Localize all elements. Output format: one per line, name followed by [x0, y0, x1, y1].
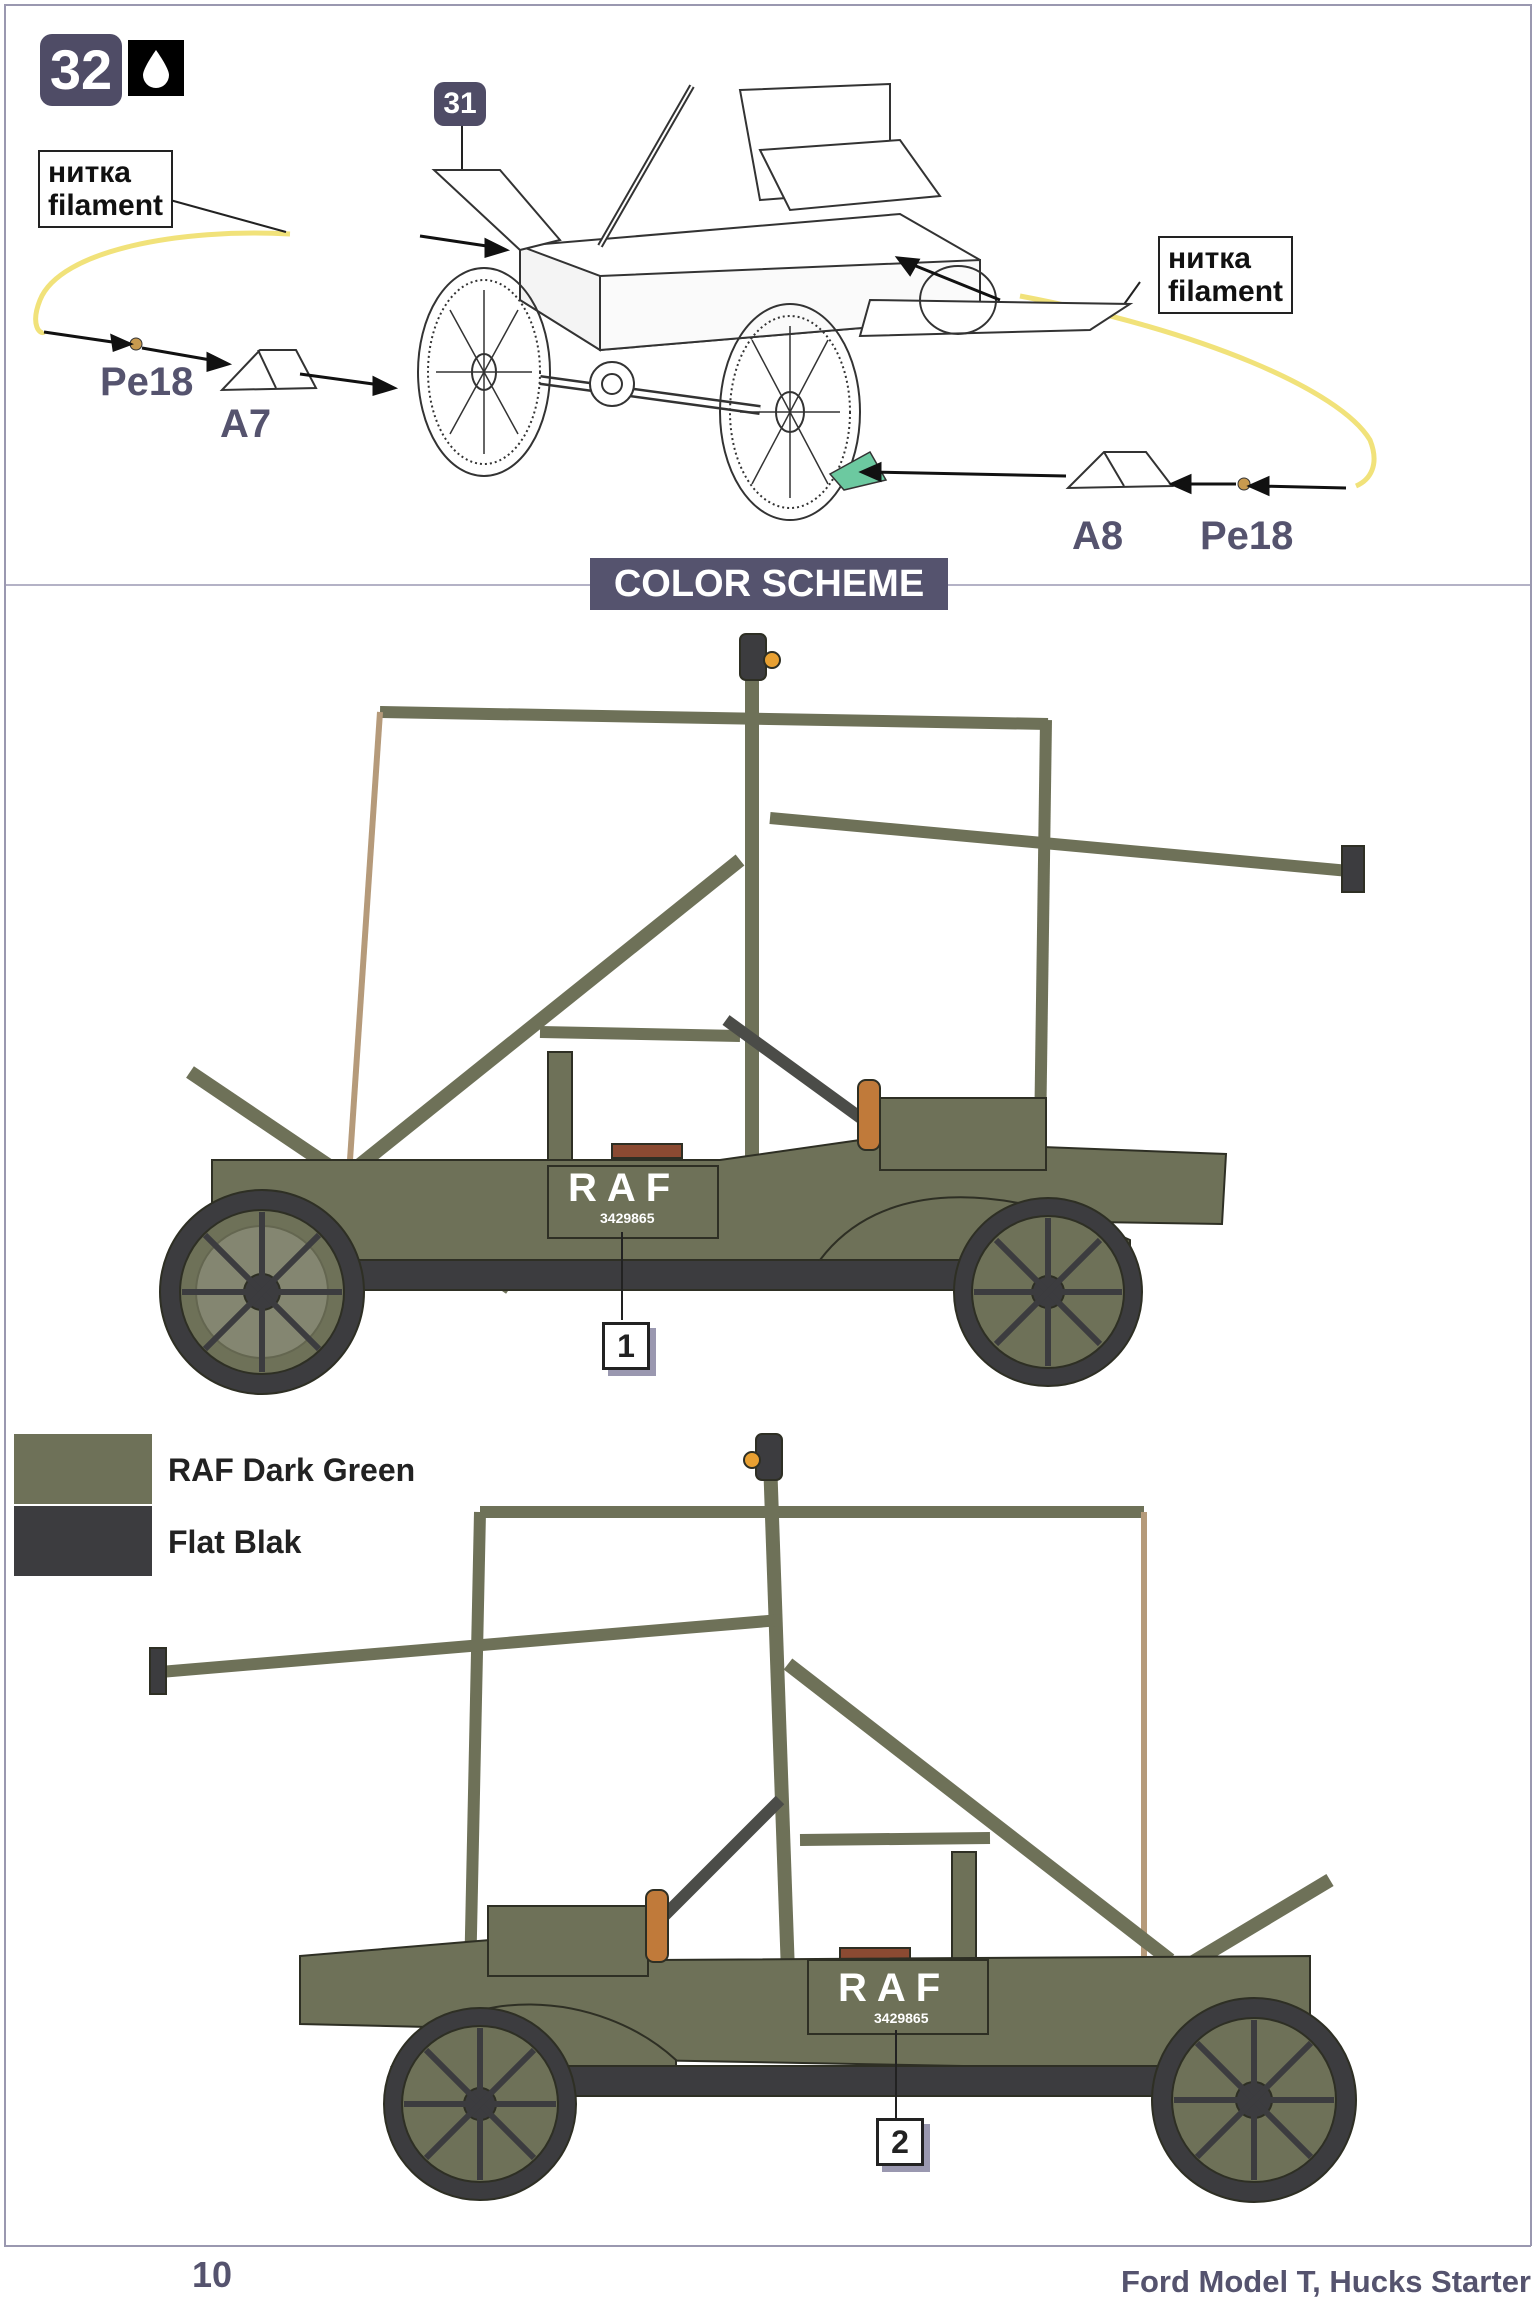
front-wheel-2: [383, 2007, 577, 2201]
filament-callout-right: нитка filament: [1158, 236, 1294, 314]
rear-wheel-1: [159, 1189, 365, 1395]
pe18-right: [1237, 477, 1251, 491]
assembly-drawing: [33, 82, 1377, 521]
page-border-right: [1530, 4, 1532, 2246]
variant-number-2: 2: [876, 2118, 924, 2166]
callout-en-text: filament: [48, 189, 164, 222]
callout-ru-text: нитка: [1168, 242, 1251, 275]
rear-wheel-2: [1151, 1997, 1357, 2203]
swatch-flat-black: [14, 1506, 152, 1576]
callout-en-text: filament: [1168, 275, 1284, 308]
front-wheel: [719, 303, 861, 521]
callout-ru-text: нитка: [48, 156, 131, 189]
legend-label-flat-black: Flat Blak: [168, 1524, 302, 1560]
part-label-a8: A8: [1072, 514, 1124, 558]
legend-label-raf-dark-green: RAF Dark Green: [168, 1452, 416, 1488]
raf-marking-1: RAF: [568, 1166, 681, 1210]
front-plank: [431, 169, 562, 252]
page-number: 10: [192, 2254, 233, 2295]
raf-marking-2: RAF: [838, 1966, 951, 2010]
page-border-left: [4, 4, 6, 2246]
page-border-top: [4, 4, 1531, 6]
wedge-a8-installed: [828, 450, 888, 491]
serial-number-2: 3429865: [874, 2010, 929, 2026]
wedge-a7: [219, 349, 318, 392]
part-label-pe18-left: Pe18: [100, 360, 194, 404]
swatch-raf-dark-green: [14, 1434, 152, 1504]
front-wheel-1: [953, 1197, 1143, 1387]
step-number-badge: 32: [40, 34, 122, 106]
wheels-drawing: [417, 265, 997, 521]
color-scheme-title: COLOR SCHEME: [590, 558, 948, 610]
wedge-a8: [1065, 451, 1174, 490]
vehicle-profile-2: [149, 1433, 1357, 2203]
filament-left: [33, 230, 291, 335]
rear-wheel: [417, 267, 551, 477]
running-board: [858, 298, 1134, 338]
vehicle-profile-1: [159, 633, 1365, 1395]
part-label-pe18-right: Pe18: [1200, 514, 1294, 558]
filament-right: [1019, 293, 1377, 489]
serial-number-1: 3429865: [600, 1210, 655, 1226]
glue-drop-icon: [128, 40, 184, 96]
sub-assembly-badge: 31: [434, 82, 486, 126]
page-border-bottom: [4, 2245, 1531, 2247]
variant-number-1: 1: [602, 1322, 650, 1370]
part-label-a7: A7: [220, 402, 272, 446]
filament-callout-left: нитка filament: [38, 150, 174, 228]
footer-title: Ford Model T, Hucks Starter: [1121, 2264, 1531, 2299]
